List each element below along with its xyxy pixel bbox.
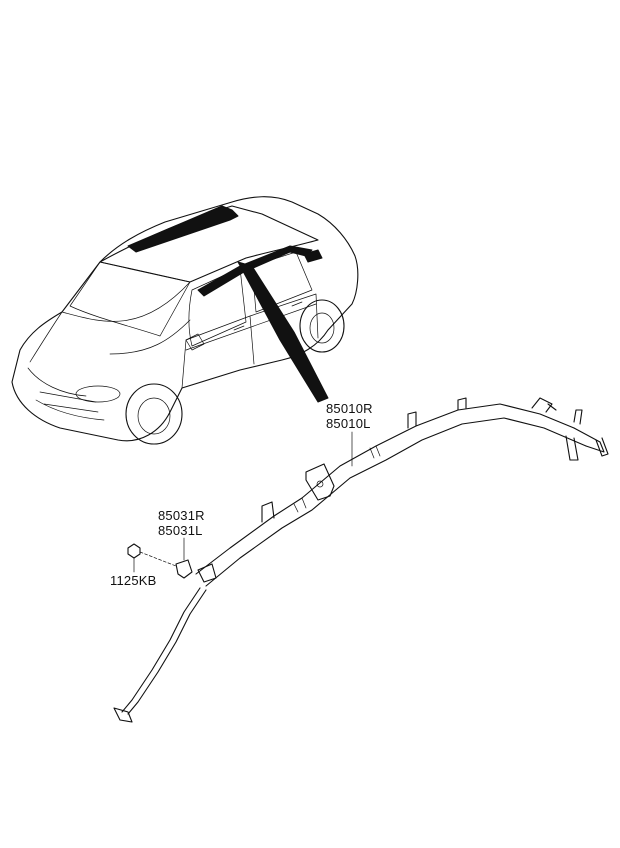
airbag-tube-lower <box>205 417 587 587</box>
car-side-window-front <box>188 267 247 347</box>
tube-segment-ring-1 <box>293 497 307 513</box>
car-mirror <box>185 333 205 351</box>
car-body-outline <box>11 196 359 442</box>
car-door-handles <box>233 301 303 331</box>
car-hood <box>29 281 191 363</box>
car-headlight <box>75 385 121 403</box>
car-rear-wheel <box>299 299 345 353</box>
front-tether-inner <box>127 589 207 715</box>
label-85031L: 85031L <box>158 523 203 538</box>
bolt-1125KB <box>127 543 141 559</box>
bracket-85031 <box>175 559 193 579</box>
label-85010R: 85010R <box>326 401 373 416</box>
car-airbag-highlight-front <box>127 205 239 253</box>
tube-segment-ring-2 <box>369 445 381 459</box>
car-grille <box>27 367 105 421</box>
car-front-wheel <box>125 383 183 445</box>
mount-tab-1 <box>407 411 417 429</box>
label-1125KB: 1125KB <box>110 573 157 588</box>
curtain-airbag-assembly <box>113 397 609 723</box>
bolt-to-bracket-dashed <box>139 551 177 567</box>
central-bracket <box>305 463 335 501</box>
mount-tab-2 <box>457 397 467 411</box>
label-85010L: 85010L <box>326 416 371 431</box>
mount-tab-4 <box>565 435 579 461</box>
car-illustration <box>11 196 359 445</box>
airbag-end-inflator <box>573 427 609 457</box>
tether-end-clip <box>113 707 133 723</box>
car-front-hub <box>137 397 171 435</box>
mount-tab-5 <box>261 501 275 523</box>
front-tether <box>121 587 201 713</box>
car-airbag-highlight-rear <box>303 249 323 263</box>
label-85031R: 85031R <box>158 508 205 523</box>
bracket-and-bolt <box>127 537 193 579</box>
front-bracket <box>197 563 217 583</box>
car-rear-hub <box>309 312 335 344</box>
car-side-window-rear <box>251 251 313 313</box>
car-windshield <box>69 261 191 337</box>
central-bracket-hole <box>316 480 324 488</box>
airbag-end-bracket <box>531 397 557 413</box>
callout-arrow <box>237 261 329 403</box>
mount-tab-3 <box>573 409 583 425</box>
